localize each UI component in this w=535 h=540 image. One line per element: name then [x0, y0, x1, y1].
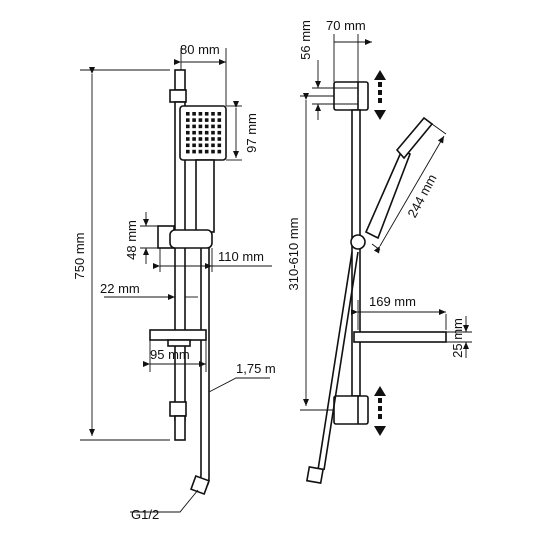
nozzle [192, 149, 196, 154]
nozzle [217, 149, 222, 154]
side-hose [317, 251, 353, 471]
side-handshower-handle [364, 148, 412, 240]
dim-head-width: 80 mm [180, 42, 220, 57]
nozzle [217, 124, 222, 129]
side-view: 70 mm 56 mm 310-610 mm 244 mm 169 mm 25 … [286, 18, 472, 485]
side-hose-connector [305, 465, 325, 485]
nozzle [204, 143, 209, 148]
nozzle [204, 137, 209, 141]
dim-head-height: 97 mm [244, 113, 259, 153]
nozzle [186, 143, 190, 148]
side-handshower-head [395, 116, 434, 160]
shower-head-nozzles [186, 112, 222, 154]
nozzle [198, 124, 203, 129]
nozzle [186, 118, 190, 122]
nozzle [198, 112, 203, 116]
nozzle [198, 143, 203, 148]
dim-holder-offset: 110 mm [218, 249, 264, 264]
nozzle [198, 149, 203, 154]
nozzle [217, 112, 222, 116]
nozzle [204, 130, 209, 135]
dim-dish-height: 25 mm [450, 318, 465, 358]
side-slider-knob [350, 234, 366, 250]
dim-bar-diameter: 22 mm [100, 281, 140, 296]
nozzle [211, 137, 215, 141]
hose [195, 248, 202, 487]
nozzle [204, 149, 209, 154]
nozzle [192, 143, 196, 148]
side-slide-bar [351, 109, 361, 397]
nozzle [204, 118, 209, 122]
bottom-bracket-clamp [169, 401, 187, 417]
nozzle [204, 124, 209, 129]
nozzle [211, 118, 215, 122]
nozzle [217, 137, 222, 141]
side-bottom-bracket [333, 395, 369, 425]
nozzle [186, 124, 190, 129]
nozzle [192, 137, 196, 141]
nozzle [192, 112, 196, 116]
top-bracket [174, 69, 186, 91]
nozzle [186, 130, 190, 135]
nozzle [186, 149, 190, 154]
nozzle [192, 124, 196, 129]
soap-dish [149, 329, 207, 341]
nozzle [198, 130, 203, 135]
nozzle [211, 130, 215, 135]
nozzle [198, 137, 203, 141]
nozzle [192, 130, 196, 135]
dim-dish-depth: 169 mm [369, 294, 416, 309]
nozzle [211, 112, 215, 116]
dim-hose-length: 1,75 m [236, 361, 276, 376]
label-connector: G1/2 [131, 507, 159, 522]
side-soap-dish [353, 331, 447, 343]
double-arrow-vertical-icon [374, 386, 386, 436]
nozzle [211, 149, 215, 154]
soap-dish-mount [167, 339, 191, 347]
dim-bracket-depth: 70 mm [326, 18, 366, 33]
nozzle [186, 112, 190, 116]
nozzle [217, 143, 222, 148]
front-view: 750 mm 80 mm 97 mm 48 mm 110 mm 22 mm 95… [72, 42, 276, 522]
nozzle [211, 143, 215, 148]
nozzle [192, 118, 196, 122]
nozzle [217, 118, 222, 122]
dim-total-height: 750 mm [72, 233, 87, 280]
dim-dish-width: 95 mm [150, 347, 190, 362]
side-top-bracket [333, 81, 369, 111]
nozzle [204, 112, 209, 116]
handshower-handle [195, 159, 215, 233]
dim-holder-height: 48 mm [124, 220, 139, 260]
hose-connector [190, 475, 210, 495]
double-arrow-vertical-icon [374, 70, 386, 120]
slider-holder [169, 229, 213, 249]
nozzle [217, 130, 222, 135]
dim-adjust-range: 310-610 mm [286, 218, 301, 291]
dim-bracket-height: 56 mm [298, 20, 313, 60]
top-bracket-clamp [169, 89, 187, 103]
bottom-bracket [174, 415, 186, 441]
nozzle [211, 124, 215, 129]
side-hose-edge [323, 251, 359, 471]
nozzle [198, 118, 203, 122]
nozzle [186, 137, 190, 141]
